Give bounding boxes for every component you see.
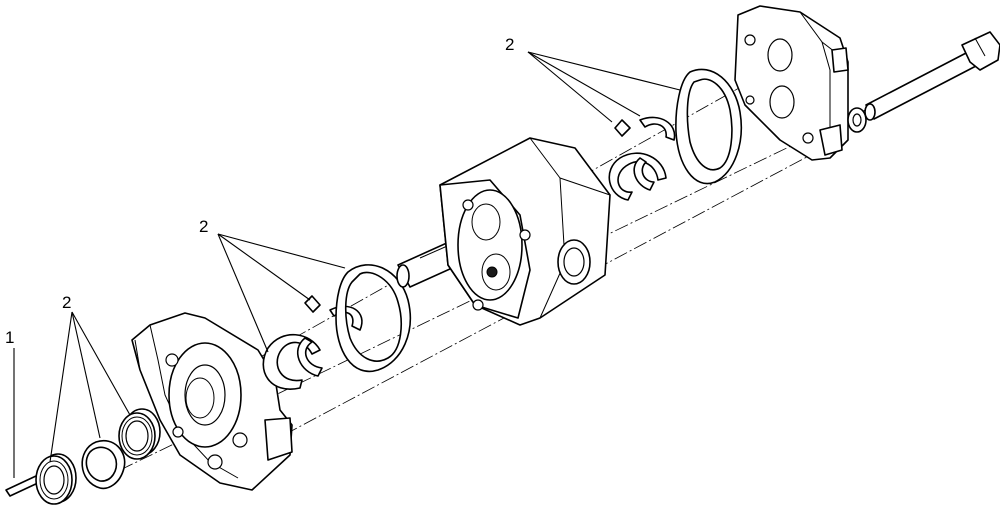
- shaft-seal: [35, 453, 77, 505]
- snap-ring: [81, 439, 126, 490]
- leader-lines: [13, 51, 681, 478]
- callout-2-seal: 2: [62, 293, 71, 312]
- rear-seal-group: [608, 116, 676, 201]
- bearing-ring: [118, 408, 161, 460]
- rear-cover: [734, 5, 849, 161]
- through-bolt: [864, 31, 1000, 121]
- front-flange: [131, 312, 293, 491]
- gear-housing: [439, 137, 611, 326]
- washer: [847, 107, 867, 133]
- front-o-ring: [335, 264, 412, 373]
- shaft-key: [5, 475, 41, 497]
- callout-2-front: 2: [199, 217, 208, 236]
- callout-1: 1: [5, 328, 14, 347]
- rear-o-ring: [675, 68, 743, 185]
- callout-2-rear: 2: [505, 35, 514, 54]
